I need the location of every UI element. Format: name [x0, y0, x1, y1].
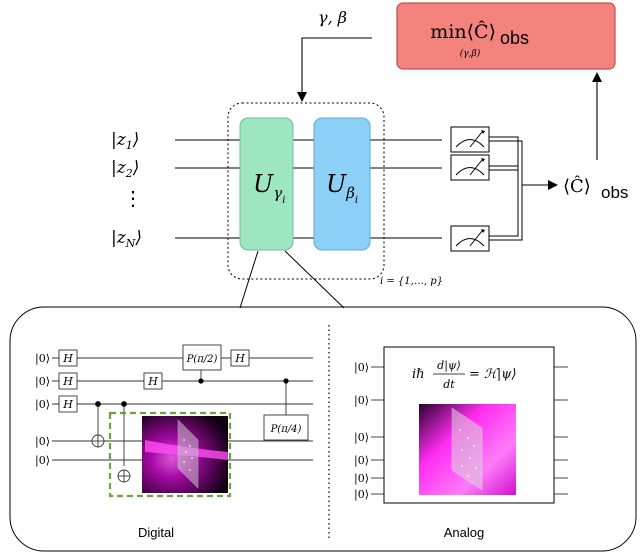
qubit-label-2: |z2⟩ — [111, 158, 139, 180]
svg-text:H: H — [147, 375, 158, 388]
svg-text:H: H — [234, 352, 245, 365]
feedback-arrowhead — [592, 72, 602, 82]
svg-text:P(π/2): P(π/2) — [186, 354, 218, 365]
svg-text:H: H — [62, 352, 73, 365]
minimizer-sub: obs — [500, 28, 529, 48]
digital-laser-region — [108, 411, 232, 498]
digital-ket-2: |0⟩ — [35, 375, 50, 389]
qubit-label-N: |zN⟩ — [111, 228, 142, 250]
svg-text:d|ψ⟩: d|ψ⟩ — [437, 359, 461, 373]
svg-text:P(π/4): P(π/4) — [270, 424, 302, 435]
cnot-2 — [117, 400, 131, 483]
h-gate-5: H — [230, 349, 250, 367]
h-gate-3: H — [58, 395, 78, 413]
analog-ket-1: |0⟩ — [354, 361, 369, 375]
qubit-ellipsis: ⋮ — [123, 186, 143, 210]
u-gamma-block — [239, 117, 294, 251]
expectation-sub: obs — [601, 183, 628, 202]
params-arrowhead — [297, 92, 307, 102]
params-label: γ, β — [318, 8, 347, 27]
svg-text:H: H — [62, 398, 73, 411]
svg-text:iℏ: iℏ — [412, 367, 425, 382]
digital-ket-4: |0⟩ — [35, 435, 50, 449]
u-beta-block — [313, 117, 371, 251]
svg-text:= ℋ|ψ⟩: = ℋ|ψ⟩ — [469, 367, 517, 382]
analog-ket-6: |0⟩ — [354, 488, 369, 502]
svg-text:H: H — [62, 375, 73, 388]
zoom-line-right — [284, 250, 345, 309]
minimizer-under: (γ,β) — [460, 48, 481, 59]
digital-laser-image — [142, 416, 228, 493]
expectation-main: ⟨Ĉ⟩ — [563, 174, 591, 197]
params-arrow — [301, 37, 372, 94]
digital-ket-5: |0⟩ — [35, 454, 50, 468]
analog-laser-image — [419, 404, 516, 495]
analog-wires — [371, 366, 568, 495]
classical-wires — [489, 136, 550, 241]
repeat-label: i = {1,…, p} — [380, 276, 443, 287]
minimizer-main: min⟨Ĉ⟩ — [430, 20, 496, 43]
schrodinger-equation: iℏ d|ψ⟩ dt = ℋ|ψ⟩ — [412, 359, 517, 391]
digital-ket-3: |0⟩ — [35, 398, 50, 412]
detail-panel — [9, 306, 637, 552]
analog-ket-3: |0⟩ — [354, 431, 369, 445]
qubit-label-1: |z1⟩ — [111, 130, 139, 152]
svg-text:dt: dt — [443, 378, 455, 391]
meter-2 — [450, 154, 490, 181]
digital-caption: Digital — [138, 525, 174, 540]
h-gate-1: H — [58, 349, 78, 367]
meter-N — [450, 225, 490, 252]
u-gamma-label: Uγi — [253, 170, 285, 206]
u-beta-label: Uβi — [326, 170, 358, 206]
cp-gate-2: P(π/4) — [263, 378, 309, 441]
minimizer-box — [396, 2, 616, 70]
meter-1 — [450, 126, 490, 153]
analog-ket-2: |0⟩ — [354, 394, 369, 408]
h-gate-2: H — [58, 372, 78, 390]
cp-gate-1: P(π/2) — [182, 344, 222, 384]
repetition-box — [227, 102, 385, 280]
output-arrowhead — [548, 180, 558, 190]
cnot-1 — [91, 400, 105, 448]
h-gate-4: H — [143, 372, 163, 390]
zoom-line-left — [239, 250, 259, 309]
analog-ket-5: |0⟩ — [354, 472, 369, 486]
analog-ket-4: |0⟩ — [354, 454, 369, 468]
digital-ket-1: |0⟩ — [35, 352, 50, 366]
analog-caption: Analog — [444, 525, 484, 540]
